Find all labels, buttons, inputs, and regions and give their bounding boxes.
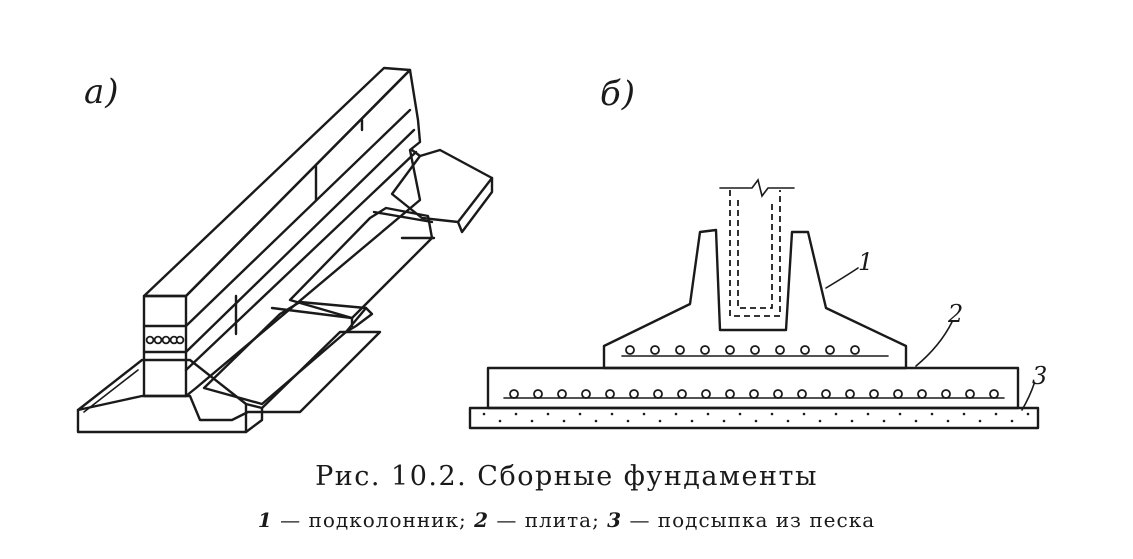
footing-slab-chamfer [83,369,139,413]
legend-text-3: — подсыпка из песка [622,508,876,532]
callout-3-leader [1021,383,1035,411]
footing-slab-top [76,330,382,422]
column-outline [729,190,781,317]
footing-slab-4-front [456,176,494,234]
legend-text-2: — плита; [489,508,608,532]
column-break-line [719,178,795,198]
wall-course-line [184,150,418,372]
callout-3-label: 3 [1032,362,1048,390]
legend-num-2: 2 [474,508,489,532]
wall-block-holes [145,335,185,345]
footing-slab-joint [372,210,434,224]
pedestal-rebars [625,345,860,355]
footing-slab-2-front [344,306,374,334]
column-pedestal [602,228,908,370]
base-plate-rebars [509,389,999,399]
legend-text-1: — подколонник; [272,508,475,532]
wall-block-front-face [142,294,188,398]
panel-a-drawing [76,66,494,434]
panel-a-label: а) [84,72,120,112]
footing-slab-joint [270,306,354,320]
wall-course-line [184,128,416,354]
panel-b-label: б) [600,74,637,114]
legend-num-3: 3 [607,508,623,532]
column-inner-outline [737,200,773,309]
callout-2-label: 2 [948,300,964,328]
wall-footing-junction [410,148,422,158]
footing-slab-3 [288,206,434,320]
callout-1-leader [825,267,859,289]
legend-num-1: 1 [257,508,273,532]
sand-bedding [468,406,1040,430]
wall-side-face [184,68,422,398]
wall-course-line [184,108,412,328]
sand-texture [482,412,1030,423]
callout-1-label: 1 [858,248,874,276]
callout-2-leader [915,321,953,367]
base-plate [486,366,1020,410]
panel-b-drawing [468,178,1040,430]
figure-caption-title: Рис. 10.2. Сборные фундаменты [315,461,818,492]
figure-caption-legend: 1 — подколонник; 2 — плита; 3 — подсыпка… [0,508,1133,532]
